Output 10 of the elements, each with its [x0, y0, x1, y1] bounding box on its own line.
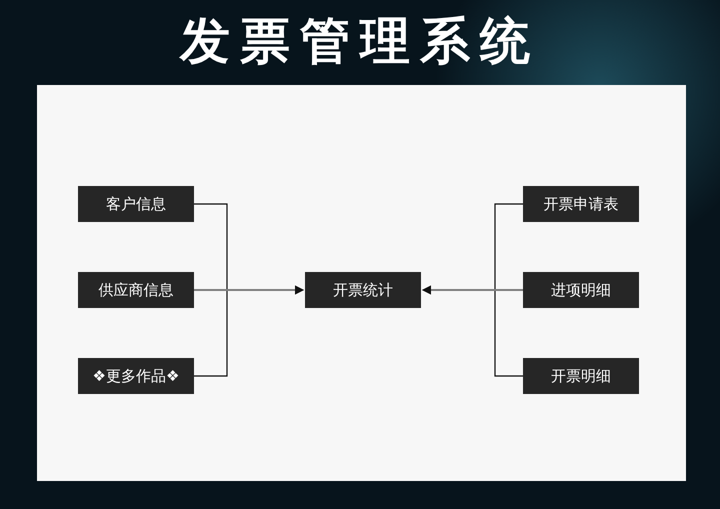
- process-box: 进项明细: [523, 272, 639, 308]
- connector-arrow: [422, 286, 523, 294]
- process-box: 开票统计: [305, 272, 421, 308]
- process-box: ❖更多作品❖: [78, 358, 194, 394]
- process-box: 开票申请表: [523, 186, 639, 222]
- connector-arrow: [194, 286, 304, 294]
- process-box: 供应商信息: [78, 272, 194, 308]
- title: 发票管理系统: [178, 10, 541, 72]
- process-box: 客户信息: [78, 186, 194, 222]
- process-box: 开票明细: [523, 358, 639, 394]
